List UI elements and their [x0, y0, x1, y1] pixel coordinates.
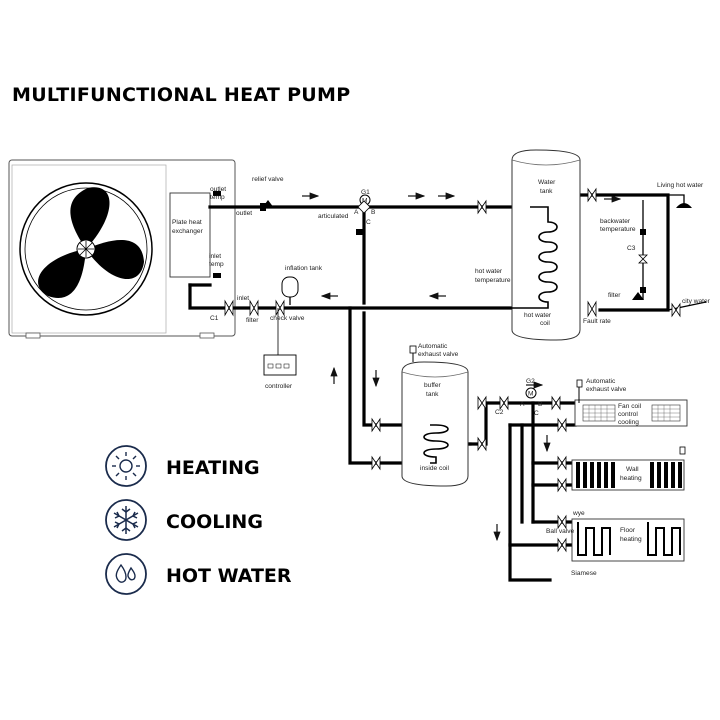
svg-text:filter: filter — [246, 317, 259, 324]
floor-heating: Floor heating — [571, 518, 685, 562]
page-title: MULTIFUNCTIONAL HEAT PUMP — [12, 84, 351, 106]
fan-icon — [19, 182, 153, 316]
valves — [224, 187, 681, 553]
svg-text:B: B — [371, 209, 376, 216]
svg-text:exchanger: exchanger — [172, 228, 204, 235]
svg-text:temperature: temperature — [600, 226, 636, 233]
svg-text:Fan coil: Fan coil — [618, 403, 642, 410]
svg-text:tank: tank — [540, 188, 553, 195]
svg-text:Water: Water — [538, 179, 556, 186]
svg-text:inside coil: inside coil — [420, 465, 449, 472]
svg-text:outlet: outlet — [210, 186, 226, 193]
svg-text:A: A — [354, 209, 359, 216]
water-drops-icon — [115, 563, 136, 583]
svg-text:temp: temp — [209, 261, 224, 268]
legend-item-heating: HEATING — [105, 445, 260, 487]
svg-text:M: M — [362, 198, 368, 205]
svg-text:coil: coil — [540, 320, 550, 327]
plate-hx-label: Plate heat — [172, 219, 202, 226]
svg-text:temperature: temperature — [475, 277, 511, 284]
svg-text:G1: G1 — [361, 189, 370, 196]
fan-coil-unit: Fan coil control cooling Automatic exhau… — [574, 378, 688, 427]
three-way-valve-g1: M A B C — [354, 194, 376, 226]
legend-item-hot-water: HOT WATER — [105, 553, 292, 595]
sun-icon — [112, 452, 140, 480]
svg-text:backwater: backwater — [600, 218, 631, 225]
plate-heat-exchanger — [169, 192, 211, 278]
inside-coil — [423, 424, 449, 464]
svg-text:outlet: outlet — [236, 210, 252, 217]
hot-water-coil — [510, 206, 558, 309]
svg-text:buffer: buffer — [424, 382, 442, 389]
shower-head-icon — [676, 203, 692, 208]
svg-text:Ball valve: Ball valve — [546, 528, 575, 535]
svg-text:C1: C1 — [210, 315, 219, 322]
svg-text:C: C — [366, 219, 371, 226]
svg-text:check valve: check valve — [270, 315, 305, 322]
svg-text:G2: G2 — [526, 378, 535, 385]
svg-text:A: A — [520, 401, 525, 408]
temperature-sensors — [213, 191, 646, 300]
svg-text:control: control — [618, 411, 638, 418]
controller — [263, 308, 297, 376]
inflation-tank — [281, 276, 299, 298]
snowflake-icon — [113, 506, 139, 534]
legend-label-hot-water: HOT WATER — [166, 565, 292, 587]
svg-text:Automatic: Automatic — [418, 343, 448, 350]
svg-text:tank: tank — [426, 391, 439, 398]
svg-text:articulated: articulated — [318, 213, 349, 220]
svg-text:inlet: inlet — [209, 253, 221, 260]
svg-text:Floor: Floor — [620, 527, 636, 534]
svg-text:heating: heating — [620, 536, 642, 543]
svg-text:hot water: hot water — [524, 312, 552, 319]
outdoor-unit: Plate heat exchanger — [8, 159, 236, 339]
svg-text:Automatic: Automatic — [586, 378, 616, 385]
svg-text:Wall: Wall — [626, 466, 639, 473]
svg-text:exhaust valve: exhaust valve — [418, 351, 459, 358]
wall-heating-radiator: Wall heating — [571, 446, 686, 491]
svg-text:temp: temp — [210, 194, 225, 201]
three-way-valve-g2: M A B C — [520, 387, 543, 417]
legend: HEATING COOLING HOT WATER — [105, 445, 292, 595]
svg-text:exhaust valve: exhaust valve — [586, 386, 627, 393]
svg-text:cooling: cooling — [618, 419, 639, 426]
svg-text:filter: filter — [608, 292, 621, 299]
flow-arrows — [302, 192, 622, 542]
svg-text:controller: controller — [265, 383, 293, 390]
svg-text:inflation tank: inflation tank — [285, 265, 323, 272]
legend-label-cooling: COOLING — [166, 511, 263, 533]
svg-text:C2: C2 — [495, 409, 504, 416]
svg-text:heating: heating — [620, 475, 642, 482]
svg-text:B: B — [538, 401, 543, 408]
buffer-tank: buffer tank inside coil Automatic exhaus… — [401, 343, 469, 487]
svg-text:C: C — [534, 410, 539, 417]
legend-item-cooling: COOLING — [105, 499, 263, 541]
svg-text:city water: city water — [682, 298, 711, 305]
component-labels: outlet temp outlet inlet temp inlet C1 f… — [209, 176, 711, 577]
svg-text:C3: C3 — [627, 245, 636, 252]
svg-text:Siamese: Siamese — [571, 570, 597, 577]
svg-text:Fault rate: Fault rate — [583, 318, 611, 325]
legend-label-heating: HEATING — [166, 457, 260, 479]
svg-text:Living hot water: Living hot water — [657, 182, 704, 189]
svg-text:hot water: hot water — [475, 268, 503, 275]
svg-text:wye: wye — [572, 510, 585, 517]
svg-text:inlet: inlet — [237, 295, 249, 302]
water-tank: Water tank hot water temperature hot wat… — [475, 149, 581, 341]
svg-text:M: M — [528, 391, 534, 398]
svg-text:relief valve: relief valve — [252, 176, 284, 183]
